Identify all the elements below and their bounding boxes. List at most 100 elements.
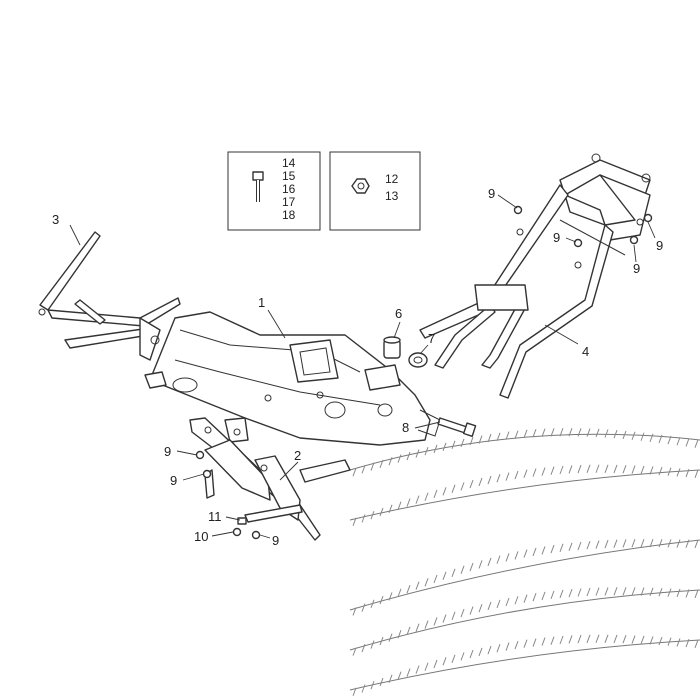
hatch-tick xyxy=(595,540,600,549)
hatch-tick xyxy=(640,465,645,475)
hatch-tick xyxy=(478,604,483,613)
callout-8: 8 xyxy=(402,420,409,435)
hatch-tick xyxy=(352,467,357,477)
hatch-tick xyxy=(658,539,663,548)
hatch-tick xyxy=(541,428,546,437)
hatch-tick xyxy=(604,464,609,473)
hatch-tick xyxy=(505,431,510,440)
mounting-screws[interactable] xyxy=(195,205,653,540)
hatch-tick xyxy=(640,635,645,645)
hatch-tick xyxy=(676,638,681,647)
hatch-tick xyxy=(676,468,681,477)
hatch-tick xyxy=(478,560,483,569)
spacer-bushing[interactable] xyxy=(383,336,401,359)
hatch-tick xyxy=(622,430,627,440)
hatch-tick xyxy=(613,429,618,439)
hatch-tick xyxy=(541,637,546,646)
hatch-tick xyxy=(424,662,429,671)
hatch-tick xyxy=(361,514,366,523)
front-subframe-bracket[interactable] xyxy=(38,231,181,361)
hatch-tick xyxy=(379,459,384,469)
hatch-tick xyxy=(694,469,699,479)
callout-labels: 1 2 3 4 6 7 8 9 9 9 9 9 9 9 10 11 xyxy=(52,186,663,548)
hatch-tick xyxy=(604,429,609,438)
hatch-tick xyxy=(694,539,699,549)
hatch-tick xyxy=(505,597,510,607)
hatch-tick xyxy=(694,589,699,599)
callout-11: 11 xyxy=(208,509,222,524)
hatch-tick xyxy=(559,635,564,645)
hatch-tick xyxy=(442,614,447,623)
hatch-tick xyxy=(595,587,600,596)
hatch-tick xyxy=(415,581,420,590)
hatch-tick xyxy=(586,634,591,644)
hatch-tick xyxy=(649,538,654,548)
hatch-tick xyxy=(397,630,402,639)
hatch-tick xyxy=(586,540,591,550)
hatch-tick xyxy=(676,437,681,446)
hatch-tick xyxy=(478,477,483,487)
hatch-tick xyxy=(631,635,636,644)
hatch-tick xyxy=(613,464,618,474)
hatch-tick xyxy=(667,637,672,646)
hatch-tick xyxy=(370,640,375,649)
callout-10: 10 xyxy=(194,529,208,544)
hatch-tick xyxy=(379,636,384,646)
ground-hatching xyxy=(349,427,700,696)
rubber-mount[interactable] xyxy=(408,352,428,368)
hatch-tick xyxy=(595,634,600,643)
hatch-tick xyxy=(694,639,699,649)
hatch-tick xyxy=(613,539,618,548)
rear-subframe[interactable] xyxy=(419,153,651,399)
main-frame[interactable] xyxy=(144,311,441,446)
hatch-tick xyxy=(604,634,609,643)
hatch-tick xyxy=(577,634,582,644)
hatch-tick xyxy=(667,467,672,476)
hatch-tick xyxy=(541,546,546,555)
hatch-tick xyxy=(685,438,690,447)
hatch-tick xyxy=(532,547,537,557)
hatch-tick xyxy=(397,671,402,680)
hatch-tick xyxy=(370,599,375,609)
hatch-tick xyxy=(451,654,456,663)
hatch-tick xyxy=(388,504,393,513)
lower-cradle[interactable] xyxy=(189,417,351,541)
hatch-tick xyxy=(559,465,564,475)
hatch-tick xyxy=(685,468,690,478)
hatch-tick xyxy=(460,565,465,575)
long-bolt[interactable] xyxy=(437,417,477,438)
bolt-hardware-box[interactable]: 14 15 16 17 18 xyxy=(227,151,321,231)
hatch-tick xyxy=(460,482,465,491)
hatch-tick xyxy=(442,657,447,666)
callout-4: 4 xyxy=(582,344,589,359)
hatch-tick xyxy=(388,592,393,601)
hatch-tick xyxy=(397,588,402,597)
hatch-tick xyxy=(550,466,555,475)
hatch-tick xyxy=(550,544,555,554)
hatch-tick xyxy=(469,436,474,446)
hatch-tick xyxy=(550,590,555,600)
hatch-tick xyxy=(622,587,627,596)
hatch-tick xyxy=(505,553,510,562)
hatch-tick xyxy=(658,434,663,444)
nut-hardware-box[interactable]: 12 13 xyxy=(329,151,421,231)
hatch-tick xyxy=(406,668,411,677)
hatch-tick xyxy=(568,427,573,437)
hatch-tick xyxy=(424,578,429,587)
hatch-tick xyxy=(487,557,492,567)
hatch-tick xyxy=(523,639,528,648)
hatch-tick xyxy=(631,539,636,548)
hatch-tick xyxy=(352,647,357,656)
hatch-tick xyxy=(478,647,483,657)
hatch-tick xyxy=(415,449,420,458)
hatch-tick xyxy=(496,555,501,564)
nut-icon xyxy=(351,178,370,194)
callout-9: 9 xyxy=(633,261,640,276)
hatch-tick xyxy=(622,634,627,644)
hatch-tick xyxy=(415,665,420,674)
hatch-tick xyxy=(577,541,582,551)
hatch-tick xyxy=(469,479,474,489)
bolt-part-number: 16 xyxy=(282,182,296,196)
hatch-tick xyxy=(442,487,447,496)
